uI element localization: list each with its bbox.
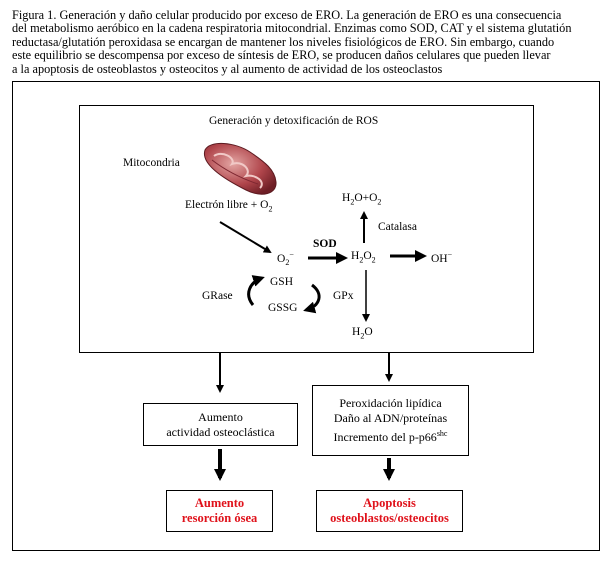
h2o-o2-sub2: 2	[377, 197, 382, 207]
h2o2-o: O	[363, 250, 372, 262]
box-line: actividad osteoclástica	[166, 424, 275, 439]
water-o: O	[364, 326, 373, 338]
result-line: osteoblastos/osteocitos	[330, 511, 449, 525]
h2o-o2-mid: O+O	[354, 192, 378, 204]
h2o-o2-sub1: 2	[350, 197, 355, 207]
electron-text: Electrón libre + O	[185, 199, 269, 211]
caption-line: del metabolismo aeróbico en la cadena re…	[12, 21, 572, 36]
mitochondria-icon	[203, 143, 277, 195]
box-line: Incremento del p-p66shc	[334, 426, 448, 445]
hydroxyl-sup: −	[447, 250, 453, 259]
cell-damage-box: Peroxidación lipídica Daño al ADN/proteí…	[312, 385, 469, 456]
figure-frame	[12, 81, 600, 551]
result-line: Aumento	[194, 496, 245, 510]
h2o2-label: H2O2	[351, 250, 376, 264]
arrow-electron-to-superoxide	[219, 221, 272, 254]
caption-line: reductasa/glutatión peroxidasa se encarg…	[12, 34, 555, 49]
box-line: Daño al ADN/proteínas	[333, 411, 448, 425]
box-line: Aumento	[198, 409, 243, 424]
bone-resorption-result-box: Aumento resorción ósea	[166, 490, 273, 532]
p66-sup: shc	[436, 429, 448, 438]
water-label: H2O	[352, 326, 373, 340]
sod-label: SOD	[313, 238, 337, 250]
panel-title: Generación y detoxificación de ROS	[209, 115, 379, 127]
h2o-o2-h: H	[342, 192, 351, 204]
ros-generation-panel	[79, 105, 534, 353]
caption-line: Figura 1. Generación y daño celular prod…	[12, 8, 562, 22]
result-line: resorción ósea	[181, 511, 258, 525]
electron-sub: 2	[268, 204, 273, 214]
osteoclast-activity-box: Aumento actividad osteoclástica	[143, 403, 298, 446]
gsh-label: GSH	[270, 276, 294, 288]
water-h: H	[352, 326, 361, 338]
result-line: Apoptosis	[363, 496, 416, 510]
arrow-grase	[247, 275, 265, 306]
h2o2-sub1: 2	[359, 255, 364, 265]
arrow-gpx-cycle	[303, 283, 321, 314]
superoxide-text: O	[277, 252, 286, 265]
mitochondria-label: Mitocondria	[123, 157, 180, 169]
apoptosis-result-box: Apoptosis osteoblastos/osteocitos	[316, 490, 463, 532]
hydroxyl-text: OH	[431, 252, 448, 265]
gpx-label: GPx	[333, 290, 354, 302]
caption-line: este equilibrio se descompensa por exces…	[12, 48, 551, 63]
catalase-label: Catalasa	[378, 221, 417, 233]
h2o-o2-label: H2O+O2	[342, 192, 381, 206]
caption-line: a la apoptosis de osteoblastos y osteoci…	[12, 61, 443, 76]
superoxide-label: O2−	[277, 250, 294, 267]
p66-text: Incremento del p-p66	[333, 430, 437, 444]
electron-label: Electrón libre + O2	[185, 199, 272, 213]
superoxide-sup: −	[289, 250, 294, 259]
superoxide-sub: 2	[285, 258, 290, 268]
figure-caption: Figura 1. Generación y daño celular prod…	[12, 8, 600, 76]
hydroxyl-label: OH−	[431, 250, 452, 265]
h2o2-sub2: 2	[371, 255, 376, 265]
gssg-label: GSSG	[268, 302, 298, 314]
grase-label: GRase	[202, 290, 233, 302]
h2o2-h: H	[351, 250, 360, 262]
water-sub: 2	[360, 331, 365, 341]
box-line: Peroxidación lipídica	[339, 396, 442, 410]
